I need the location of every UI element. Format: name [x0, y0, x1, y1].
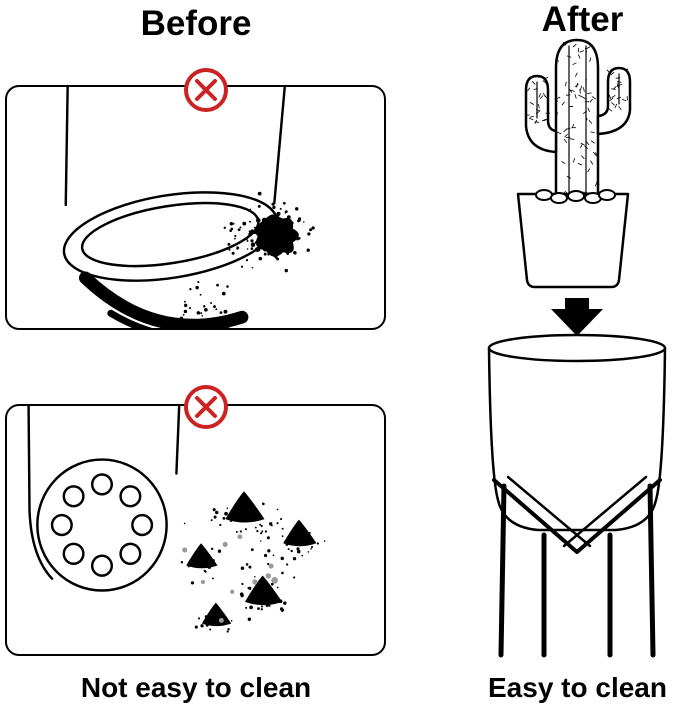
after-title: After [541, 0, 624, 39]
drainage-pot-illustration [27, 406, 326, 633]
cactus-illustration [524, 38, 632, 208]
drainage-holes [50, 473, 154, 577]
dirt-piles [180, 491, 326, 633]
plant-stand [492, 475, 662, 658]
after-illustration [487, 38, 667, 658]
spilled-pot-illustration [62, 87, 315, 328]
cylinder-pot [487, 333, 667, 532]
before-panel-spill [5, 85, 386, 330]
planter-pot [516, 189, 630, 289]
cactus-spines [525, 41, 629, 201]
pebbles [535, 189, 616, 204]
prohibition-icon [183, 67, 229, 113]
after-caption: Easy to clean [488, 672, 667, 703]
before-panel-drainage [5, 404, 386, 656]
down-arrow-icon [551, 298, 603, 336]
prohibition-icon [183, 384, 229, 430]
before-caption: Not easy to clean [80, 672, 312, 703]
before-title: Before [140, 4, 252, 43]
dirt-splatter [179, 191, 315, 326]
